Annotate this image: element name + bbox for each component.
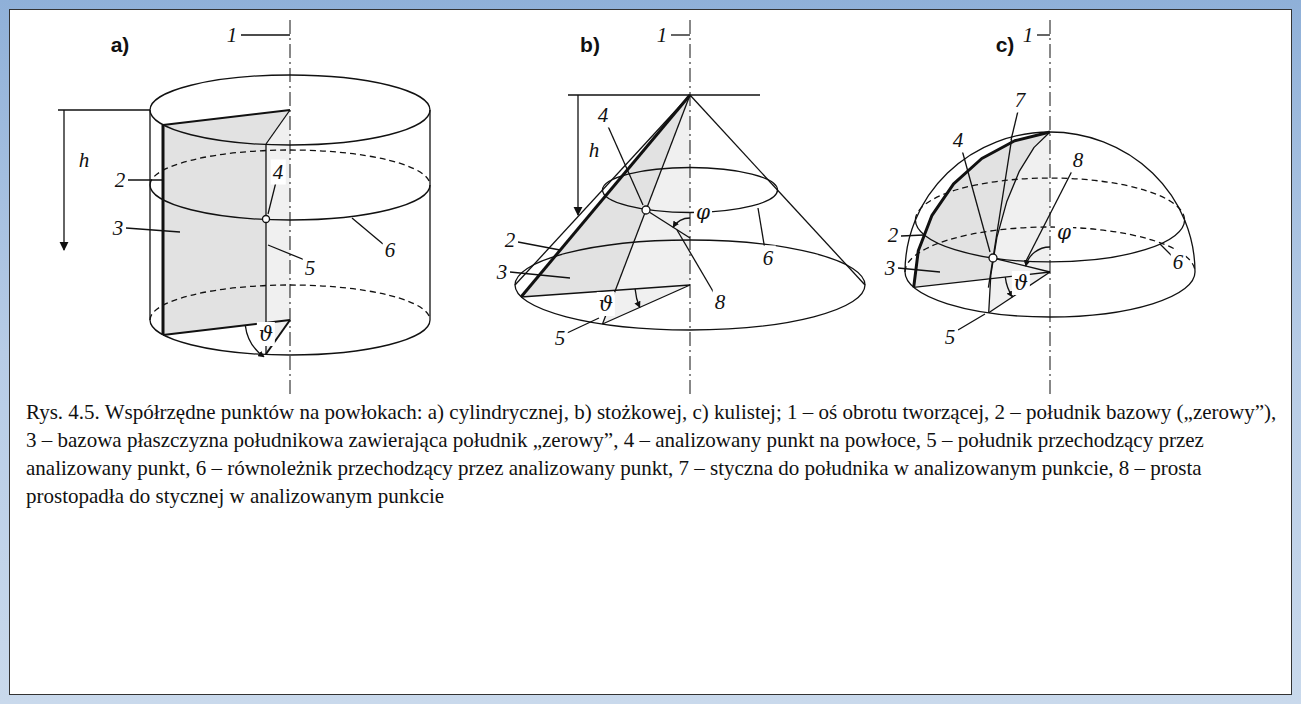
callout-number: 3	[111, 216, 126, 241]
figure-caption: Rys. 4.5. Współrzędne punktów na powłoka…	[26, 398, 1288, 510]
callout-number: 4	[271, 160, 286, 185]
callout-number: 2	[886, 223, 901, 248]
callout-number: 5	[553, 326, 568, 351]
angle-symbol: ϑ	[257, 322, 275, 346]
callout-number: 1	[225, 23, 240, 48]
callout-number: 4	[951, 128, 966, 153]
angle-symbol: φ	[1055, 220, 1073, 244]
callout-number: 6	[383, 238, 398, 263]
callout-number: 2	[503, 228, 518, 253]
angle-symbol: φ	[694, 200, 712, 224]
frame-panel	[9, 9, 1292, 695]
callout-number: 3	[495, 260, 510, 285]
callout-number: 6	[1171, 250, 1186, 275]
angle-symbol: ϑ	[597, 292, 615, 316]
callout-number: 1	[1021, 23, 1036, 48]
figure-tag: c)	[994, 33, 1017, 57]
callout-number: 6	[761, 246, 776, 271]
figure-tag: b)	[578, 33, 602, 57]
angle-symbol: ϑ	[1012, 271, 1030, 295]
callout-number: 3	[883, 256, 898, 281]
dimension-symbol: h	[77, 148, 92, 173]
callout-number: 7	[1013, 88, 1028, 113]
figure-tag: a)	[109, 33, 132, 57]
callout-number: 8	[1071, 148, 1086, 173]
dimension-symbol: h	[587, 138, 602, 163]
callout-number: 1	[655, 23, 670, 48]
callout-number: 8	[713, 290, 728, 315]
callout-number: 4	[596, 103, 611, 128]
callout-number: 5	[303, 256, 318, 281]
callout-number: 2	[113, 168, 128, 193]
callout-number: 5	[943, 325, 958, 350]
